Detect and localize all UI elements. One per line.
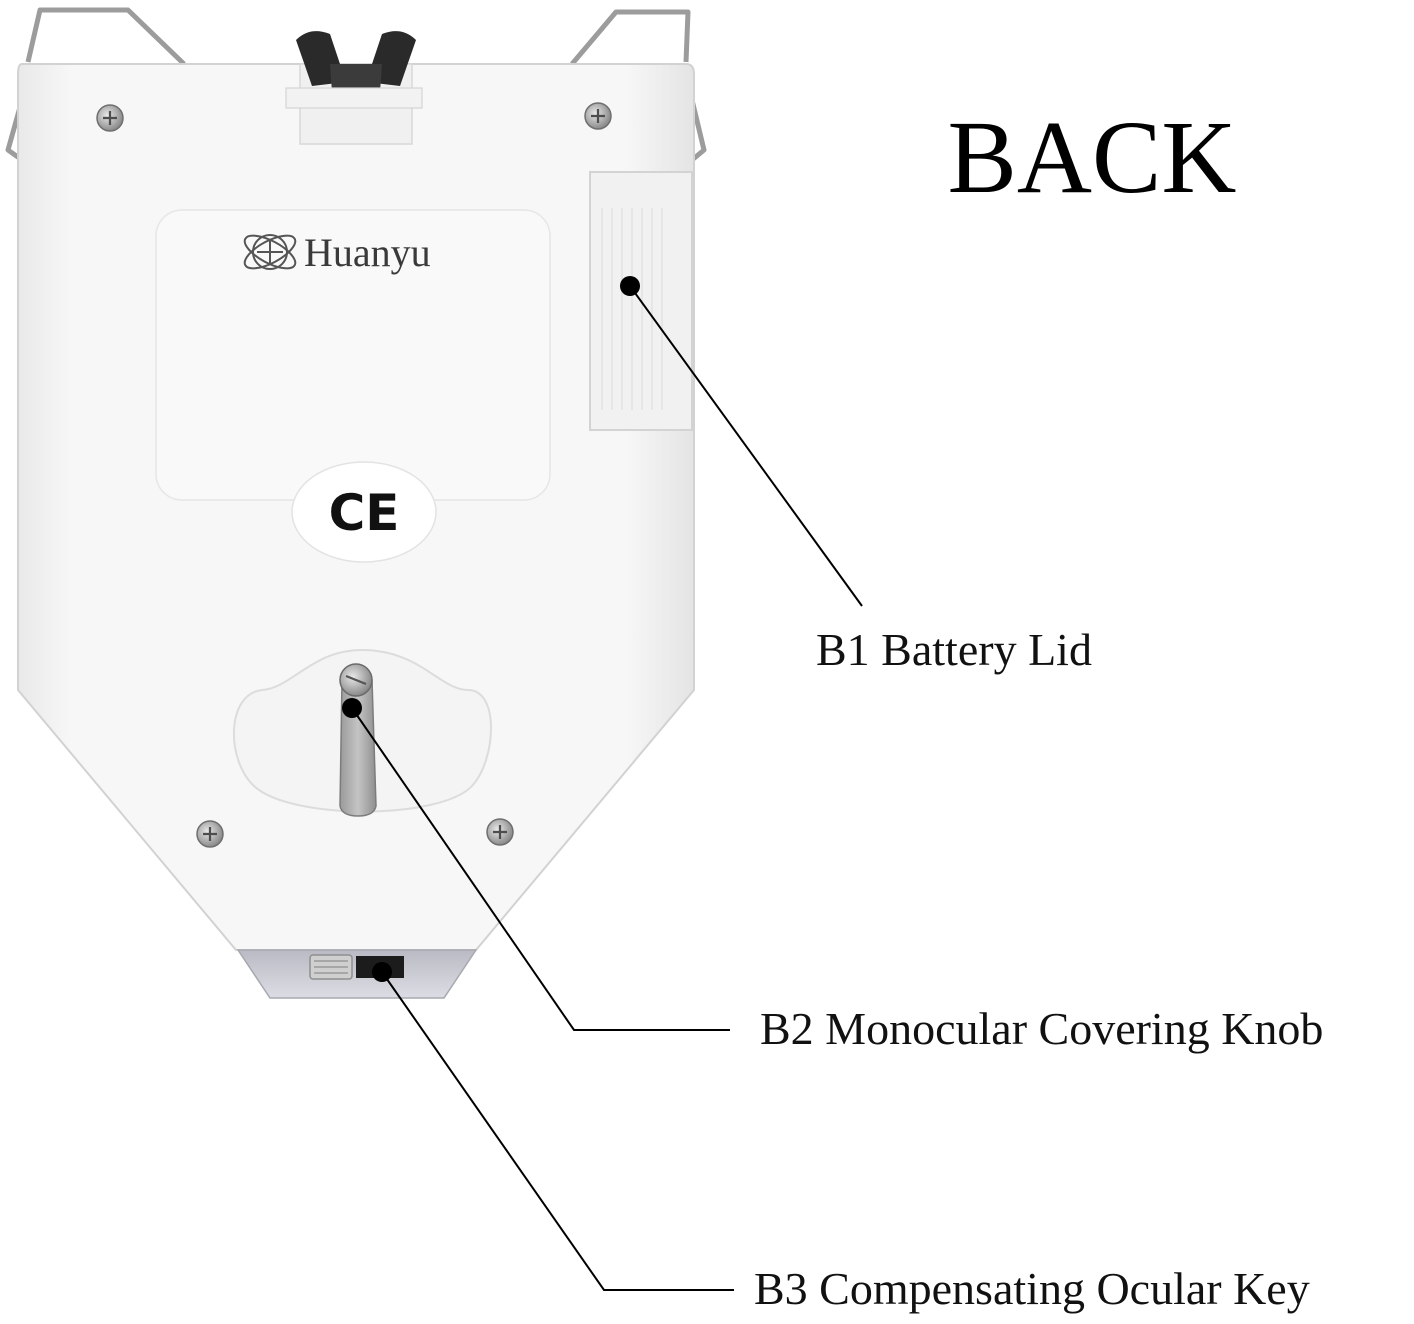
ce-badge: [291, 461, 437, 563]
crosshair-globe-icon: [243, 234, 297, 270]
nose-pad: [285, 31, 423, 145]
brand-name: Huanyu: [304, 230, 431, 275]
monocular-covering-knob[interactable]: [339, 663, 377, 817]
screw-icon: [584, 102, 612, 130]
callout-label-b1: B1 Battery Lid: [816, 624, 1092, 675]
callout-label-b3: B3 Compensating Ocular Key: [754, 1263, 1310, 1314]
screw-icon: [486, 818, 514, 846]
leader-lines: [351, 285, 863, 1291]
ce-mark: CE: [329, 484, 400, 542]
callout-dot-b2: [342, 698, 362, 718]
callout-dot-b1: [620, 276, 640, 296]
callout-label-b2: B2 Monocular Covering Knob: [760, 1003, 1323, 1054]
callout-dot-b3: [372, 962, 392, 982]
screw-icon: [196, 820, 224, 848]
screw-icon: [96, 104, 124, 132]
page-heading: BACK: [948, 100, 1237, 215]
